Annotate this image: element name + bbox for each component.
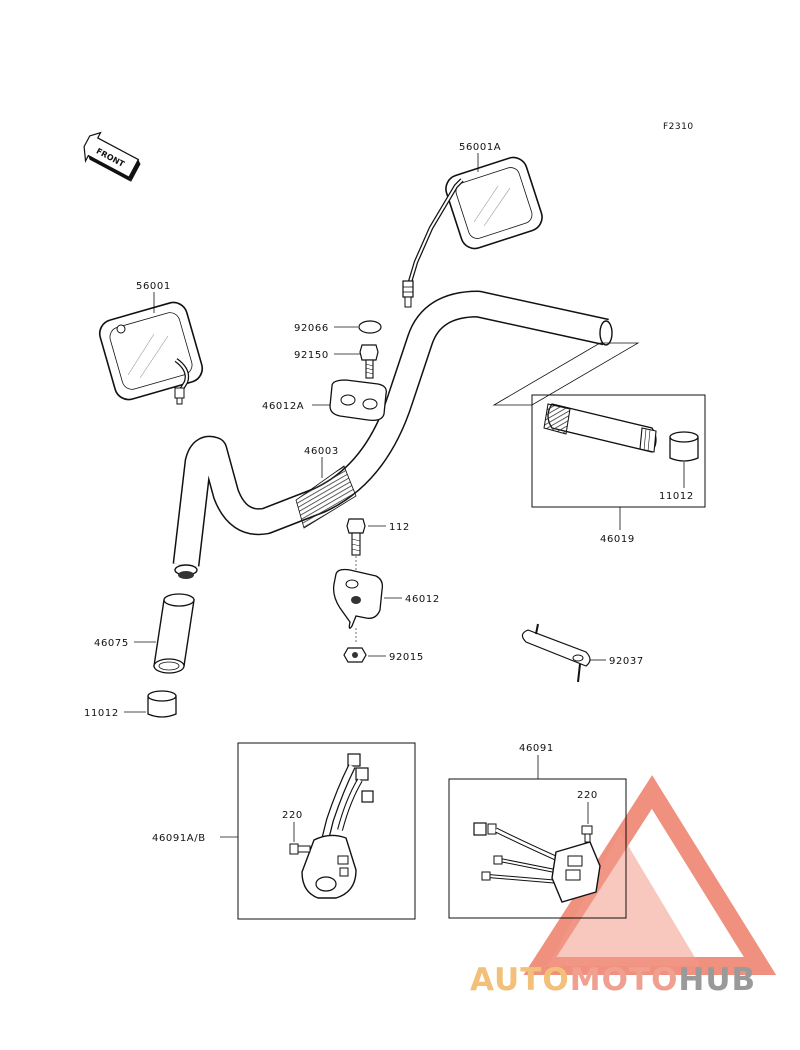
label-screw-left: 220 bbox=[282, 810, 303, 821]
nut-92015 bbox=[343, 647, 367, 663]
label-holder-lower: 46012 bbox=[405, 594, 440, 605]
switch-left bbox=[301, 753, 374, 899]
label-switch-right: 46091 bbox=[519, 743, 554, 754]
leader-throttle bbox=[492, 342, 640, 406]
handlebar bbox=[172, 290, 613, 579]
watermark-part-hub: HUB bbox=[678, 962, 757, 998]
label-grip-left: 46075 bbox=[94, 638, 129, 649]
figure-code: F2310 bbox=[663, 122, 694, 132]
label-switch-left: 46091A/B bbox=[152, 833, 206, 844]
label-screw-right: 220 bbox=[577, 790, 598, 801]
watermark-part-moto: MOTO bbox=[569, 962, 679, 998]
holder-upper bbox=[329, 379, 387, 422]
switch-right-box bbox=[448, 778, 627, 919]
mirror-right bbox=[402, 156, 543, 308]
throttle-grip bbox=[543, 403, 657, 453]
label-throttle-grip: 46019 bbox=[600, 534, 635, 545]
label-bolt-upper: 92150 bbox=[294, 350, 329, 361]
label-bolt-lower: 112 bbox=[389, 522, 410, 533]
grip-end-left bbox=[147, 690, 177, 718]
cap-92066 bbox=[358, 320, 382, 334]
switch-right bbox=[473, 822, 601, 903]
throttle-grip-box bbox=[531, 394, 706, 508]
watermark-part-auto: AUTO bbox=[470, 962, 570, 998]
screw-left bbox=[289, 843, 311, 855]
screw-right bbox=[581, 825, 593, 843]
label-grip-end-left: 11012 bbox=[84, 708, 119, 719]
watermark-text: AUTOMOTOHUB bbox=[470, 962, 800, 1002]
grip-left bbox=[153, 593, 195, 674]
label-handlebar: 46003 bbox=[304, 446, 339, 457]
label-mirror-right: 56001A bbox=[459, 142, 501, 153]
holder-lower bbox=[332, 568, 384, 629]
front-arrow-icon: FRONT bbox=[83, 131, 141, 182]
bolt-92150 bbox=[359, 344, 379, 379]
label-mirror-left: 56001 bbox=[136, 281, 171, 292]
mirror-left bbox=[98, 301, 204, 405]
bolt-112 bbox=[346, 518, 366, 556]
label-grip-end-right: 11012 bbox=[659, 491, 694, 502]
label-nut: 92015 bbox=[389, 652, 424, 663]
label-holder-upper: 46012A bbox=[262, 401, 304, 412]
grip-end-right bbox=[669, 431, 699, 462]
switch-left-box bbox=[237, 742, 416, 920]
bracket-92037 bbox=[521, 623, 591, 683]
label-cap: 92066 bbox=[294, 323, 329, 334]
label-bracket: 92037 bbox=[609, 656, 644, 667]
